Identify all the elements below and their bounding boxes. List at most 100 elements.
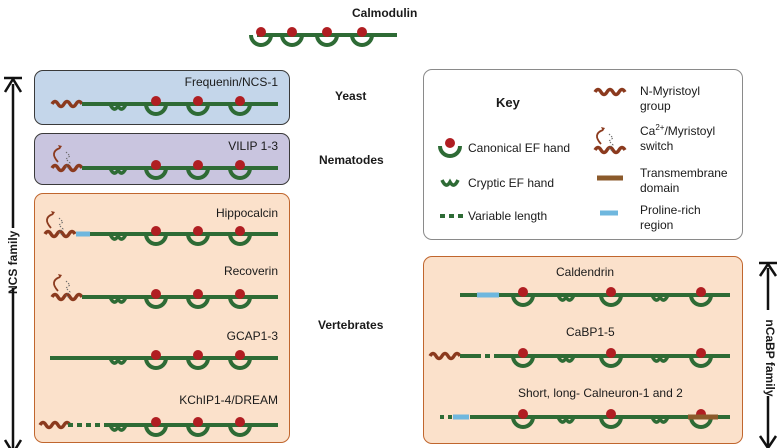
calcium-ion [193, 226, 203, 236]
key-switch-ca: Ca [640, 124, 656, 138]
cryptic-ef-hand [108, 356, 128, 365]
calcium-ion [256, 27, 266, 37]
canonical-ef-hand [186, 424, 210, 437]
switch-arrow [53, 276, 61, 292]
canonical-ef-hand [511, 355, 535, 368]
canonical-ef-hand [511, 294, 535, 307]
cryptic-ef-hand [650, 354, 670, 363]
frequenin-label: Frequenin/NCS-1 [184, 75, 278, 89]
canonical-ef-hand [689, 416, 713, 429]
ncabp-panel [423, 256, 743, 444]
cryptic-ef-hand [556, 415, 576, 424]
vertebrates-label: Vertebrates [318, 318, 384, 332]
myristoyl-group [50, 292, 84, 302]
cryptic-ef-hand [108, 295, 128, 304]
canonical-ef-hand [689, 355, 713, 368]
key-cryptic-label: Cryptic EF hand [468, 176, 555, 190]
ncabp-family-arrow [758, 261, 778, 448]
myristoyl-group [38, 420, 72, 430]
myristoyl-group [43, 229, 77, 239]
calcium-ion [235, 160, 245, 170]
calcium-ion [151, 226, 161, 236]
calcium-ion [518, 287, 528, 297]
cryptic-ef-hand [108, 232, 128, 241]
canonical-ef-hand [228, 103, 252, 116]
canonical-ef-hand [144, 233, 168, 246]
canonical-ef-hand [144, 103, 168, 116]
gcap-label: GCAP1-3 [226, 329, 278, 343]
key-canonical-label: Canonical EF hand [468, 141, 571, 155]
calcium-ion [193, 350, 203, 360]
key-tm-line1: Transmembrane [640, 166, 728, 180]
canonical-ef-hand [144, 424, 168, 437]
proline-rich-region [477, 292, 499, 298]
key-switch-line2: switch [640, 139, 674, 153]
canonical-ef-hand [599, 416, 623, 429]
cryptic-ef-hand [650, 415, 670, 424]
calmodulin-title: Calmodulin [352, 6, 418, 20]
canonical-ef-hand [186, 296, 210, 309]
calcium-ion [357, 27, 367, 37]
canonical-ef-hand [315, 34, 339, 47]
canonical-ef-hand [599, 355, 623, 368]
canonical-ef-hand [249, 34, 273, 47]
canonical-ef-hand [186, 357, 210, 370]
switch-arrow [596, 129, 604, 145]
switch-arrowhead [58, 274, 62, 278]
switch-arrowhead [601, 127, 605, 131]
hippocalcin-label: Hippocalcin [215, 206, 278, 220]
calcium-ion [606, 348, 616, 358]
canonical-ef-hand [186, 167, 210, 180]
switch-arrow [46, 213, 54, 229]
canonical-ef-hand [511, 416, 535, 429]
switch-dotted [65, 280, 71, 300]
proline-rich-region [76, 231, 90, 237]
myristoyl-group [593, 145, 627, 155]
cryptic-ef-hand [108, 423, 128, 432]
canonical-ef-hand [228, 167, 252, 180]
nematodes-label: Nematodes [319, 153, 384, 167]
cryptic-ef-hand [556, 354, 576, 363]
switch-arrowhead [58, 145, 62, 149]
calcium-ion [151, 417, 161, 427]
calcium-ion [518, 409, 528, 419]
cryptic-ef-hand [108, 166, 128, 175]
myristoyl-group [50, 163, 84, 173]
key-panel [423, 69, 743, 240]
canonical-ef-hand [228, 233, 252, 246]
calcium-ion [445, 138, 455, 148]
switch-dotted [58, 217, 64, 237]
key-myristoyl-line1: N-Myristoyl [640, 84, 700, 98]
kchip-label: KChIP1-4/DREAM [179, 393, 278, 407]
key-myristoyl-line2: group [640, 99, 671, 113]
calcium-ion [193, 160, 203, 170]
canonical-ef-hand [144, 296, 168, 309]
calcium-ion [151, 160, 161, 170]
calcium-ion [287, 27, 297, 37]
key-proline-line1: Proline-rich [640, 203, 701, 217]
transmembrane-domain [688, 414, 718, 420]
transmembrane-domain [597, 175, 623, 181]
key-tm-line2: domain [640, 181, 680, 195]
switch-dotted [65, 151, 71, 171]
canonical-ef-hand [144, 167, 168, 180]
calcium-ion [696, 287, 706, 297]
myristoyl-group [428, 351, 462, 361]
calneuron-label: Short, long- Calneuron-1 and 2 [518, 386, 683, 400]
key-tm-label: Transmembrane domain [640, 166, 728, 196]
canonical-ef-hand [228, 296, 252, 309]
proline-rich-region [453, 414, 469, 420]
calcium-ion [193, 96, 203, 106]
myristoyl-group [593, 87, 627, 97]
cryptic-ef-hand [650, 293, 670, 302]
key-title: Key [496, 95, 520, 110]
calcium-ion [696, 348, 706, 358]
proline-rich-region [600, 210, 618, 216]
canonical-ef-hand [350, 34, 374, 47]
yeast-label: Yeast [335, 89, 367, 103]
key-proline-label: Proline-rich region [640, 203, 701, 233]
switch-arrow [53, 147, 61, 163]
key-switch-label: Ca2+/Myristoyl switch [640, 120, 715, 154]
